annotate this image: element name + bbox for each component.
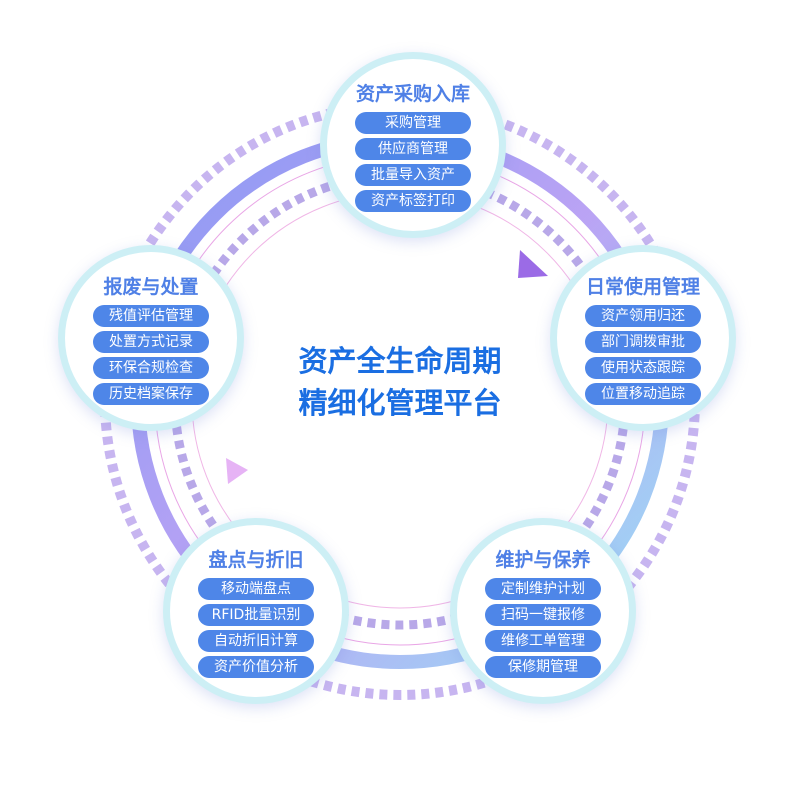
feature-pill[interactable]: 维修工单管理: [485, 629, 601, 652]
stage-inventory-depreciation: 盘点与折旧 移动端盘点 RFID批量识别 自动折旧计算 资产价值分析: [163, 518, 349, 704]
feature-pill[interactable]: 处置方式记录: [93, 330, 209, 353]
feature-pill[interactable]: 扫码一键报修: [485, 603, 601, 626]
stage-title: 资产采购入库: [355, 82, 470, 105]
feature-pill[interactable]: 残值评估管理: [93, 304, 209, 327]
feature-pill[interactable]: 移动端盘点: [198, 577, 314, 600]
arrow-icon: [226, 458, 248, 484]
stage-title: 报废与处置: [103, 275, 199, 298]
feature-pill[interactable]: 位置移动追踪: [585, 382, 701, 405]
feature-pill[interactable]: 定制维护计划: [485, 577, 601, 600]
feature-pill[interactable]: 批量导入资产: [355, 163, 471, 186]
stage-disposal: 报废与处置 残值评估管理 处置方式记录 环保合规检查 历史档案保存: [58, 245, 244, 431]
stage-procurement: 资产采购入库 采购管理 供应商管理 批量导入资产 资产标签打印: [320, 52, 506, 238]
feature-pill[interactable]: 资产标签打印: [355, 189, 471, 212]
stage-title: 盘点与折旧: [208, 548, 304, 571]
feature-pill[interactable]: 保修期管理: [485, 655, 601, 678]
stage-daily-use: 日常使用管理 资产领用归还 部门调拨审批 使用状态跟踪 位置移动追踪: [550, 245, 736, 431]
feature-pill[interactable]: 自动折旧计算: [198, 629, 314, 652]
feature-pill[interactable]: 资产领用归还: [585, 304, 701, 327]
stage-title: 日常使用管理: [585, 275, 700, 298]
feature-pill[interactable]: 部门调拨审批: [585, 330, 701, 353]
feature-pill[interactable]: 采购管理: [355, 111, 471, 134]
stage-maintenance: 维护与保养 定制维护计划 扫码一键报修 维修工单管理 保修期管理: [450, 518, 636, 704]
feature-pill[interactable]: 历史档案保存: [93, 382, 209, 405]
feature-pill[interactable]: 环保合规检查: [93, 356, 209, 379]
stage-title: 维护与保养: [495, 548, 591, 571]
feature-pill[interactable]: 使用状态跟踪: [585, 356, 701, 379]
feature-pill[interactable]: 供应商管理: [355, 137, 471, 160]
arrow-icon: [518, 250, 548, 278]
feature-pill[interactable]: 资产价值分析: [198, 655, 314, 678]
feature-pill[interactable]: RFID批量识别: [198, 603, 314, 626]
platform-title: 资产全生命周期 精细化管理平台: [298, 344, 502, 420]
